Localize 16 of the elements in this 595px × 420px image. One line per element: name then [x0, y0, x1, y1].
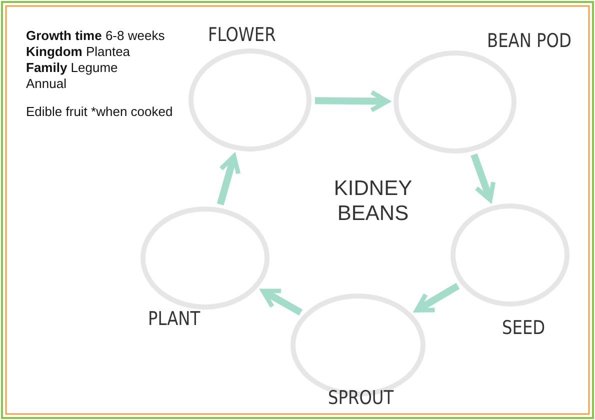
arrow: [314, 90, 390, 112]
info-text: Growth time 6-8 weeks: [26, 28, 165, 43]
info-text: Kingdom Plantea: [26, 44, 130, 59]
info-text: Family Legume: [26, 60, 118, 75]
stage-label: SEED: [502, 317, 546, 339]
stage-label: FLOWER: [208, 24, 276, 46]
center-title: KIDNEY BEANS: [332, 176, 414, 226]
arrow: [414, 282, 460, 312]
info-text: Annual: [26, 76, 66, 91]
arrow: [470, 153, 496, 202]
stage-label: BEAN POD: [487, 30, 572, 52]
arrow: [216, 154, 241, 206]
info-text: Edible fruit *when cooked: [26, 104, 173, 119]
stage-label: SPROUT: [328, 387, 394, 409]
stage-label: PLANT: [148, 308, 200, 330]
arrow: [260, 288, 303, 316]
